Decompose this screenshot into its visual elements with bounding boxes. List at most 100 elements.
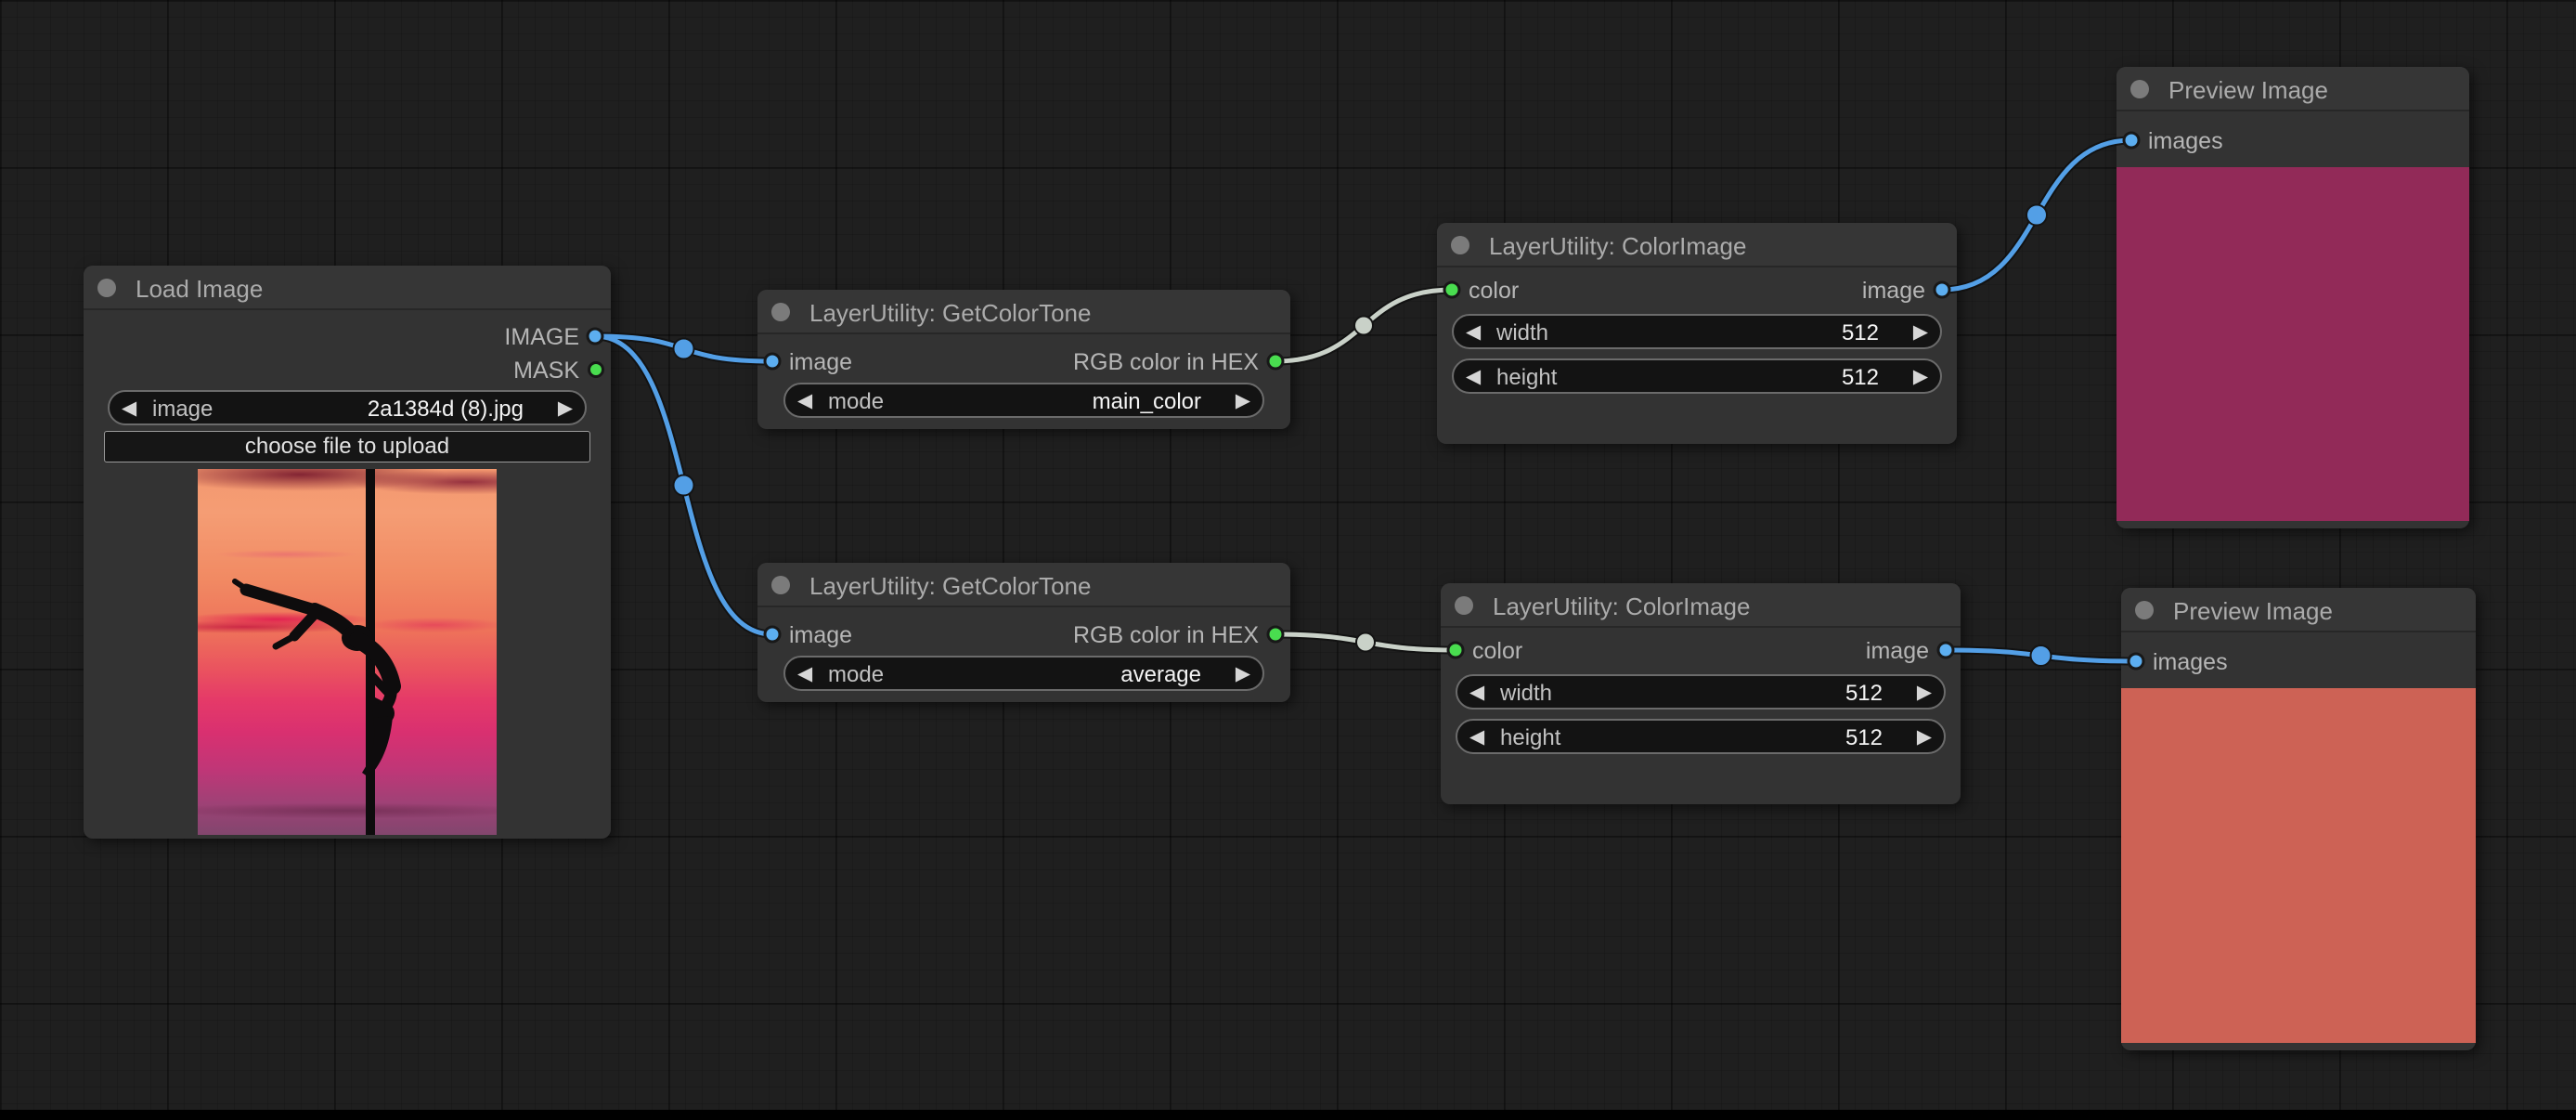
slot-row: image RGB color in HEX [757, 616, 1290, 653]
arrow-right-icon[interactable]: ▶ [1916, 682, 1932, 703]
arrow-right-icon[interactable]: ▶ [1912, 321, 1928, 343]
width-widget[interactable]: ◀ width 512 ▶ [1456, 674, 1946, 710]
input-label: image [789, 622, 853, 648]
arrow-right-icon[interactable]: ▶ [1235, 663, 1250, 684]
slot-row: image RGB color in HEX [757, 343, 1290, 380]
arrow-left-icon[interactable]: ◀ [797, 390, 813, 411]
collapse-dot-icon[interactable] [97, 279, 116, 297]
node-title: LayerUtility: GetColorTone [809, 572, 1092, 600]
node-title: LayerUtility: GetColorTone [809, 299, 1092, 327]
link-image-to-getcolortone-2 [594, 333, 773, 637]
node-load-image[interactable]: Load Image IMAGE MASK ◀ image 2a1384d (8… [84, 266, 611, 839]
widget-label: mode [828, 662, 885, 687]
arrow-right-icon[interactable]: ▶ [1912, 366, 1928, 387]
link-image-to-getcolortone-1 [594, 333, 773, 364]
arrow-left-icon[interactable]: ◀ [1469, 726, 1485, 748]
output-dot-hex[interactable] [1267, 353, 1284, 370]
widget-label: height [1500, 725, 1561, 750]
arrow-left-icon[interactable]: ◀ [122, 397, 137, 419]
node-preview-image-1[interactable]: Preview Image images [2116, 67, 2469, 528]
node-get-color-tone-1[interactable]: LayerUtility: GetColorTone image RGB col… [757, 290, 1290, 429]
collapse-dot-icon[interactable] [2130, 80, 2149, 98]
slot-row: color image [1441, 632, 1961, 669]
input-dot-color[interactable] [1443, 281, 1460, 298]
node-title-bar[interactable]: LayerUtility: GetColorTone [757, 563, 1290, 607]
input-dot-image[interactable] [764, 353, 781, 370]
node-get-color-tone-2[interactable]: LayerUtility: GetColorTone image RGB col… [757, 563, 1290, 702]
output-label: RGB color in HEX [1072, 349, 1259, 375]
collapse-dot-icon[interactable] [2135, 601, 2154, 619]
width-widget[interactable]: ◀ width 512 ▶ [1452, 314, 1942, 349]
height-widget[interactable]: ◀ height 512 ▶ [1452, 358, 1942, 394]
node-title-bar[interactable]: LayerUtility: ColorImage [1437, 223, 1957, 267]
widget-label: width [1496, 320, 1549, 345]
input-dot-image[interactable] [764, 626, 781, 643]
arrow-right-icon[interactable]: ▶ [557, 397, 573, 419]
input-dot-color[interactable] [1447, 642, 1464, 658]
link-hex-to-colorimage-1 [1275, 287, 1453, 364]
widget-value: average [1120, 662, 1201, 687]
arrow-left-icon[interactable]: ◀ [1466, 366, 1482, 387]
height-widget[interactable]: ◀ height 512 ▶ [1456, 719, 1946, 754]
arrow-right-icon[interactable]: ▶ [1916, 726, 1932, 748]
widget-label: image [152, 397, 214, 422]
input-label: color [1469, 278, 1520, 304]
link-image-to-preview-1 [1941, 137, 2132, 293]
pole-dancer-silhouette [232, 469, 401, 835]
input-dot-images[interactable] [2123, 132, 2140, 149]
output-row-image: IMAGE [84, 318, 611, 355]
input-label: images [2153, 649, 2228, 675]
node-title: Load Image [136, 275, 264, 303]
node-preview-image-2[interactable]: Preview Image images [2121, 588, 2476, 1050]
node-title-bar[interactable]: Load Image [84, 266, 611, 310]
slot-row: images [2121, 643, 2476, 680]
input-dot-images[interactable] [2128, 653, 2144, 670]
output-label: IMAGE [504, 324, 579, 350]
collapse-dot-icon[interactable] [1455, 596, 1473, 615]
widget-value: 512 [1845, 725, 1883, 750]
widget-label: mode [828, 389, 885, 414]
collapse-dot-icon[interactable] [1451, 236, 1469, 254]
mode-widget[interactable]: ◀ mode average ▶ [783, 656, 1264, 691]
input-label: images [2148, 128, 2223, 154]
node-title: LayerUtility: ColorImage [1493, 593, 1751, 620]
widget-label: height [1496, 365, 1558, 390]
output-label: image [1865, 638, 1929, 664]
output-dot-image[interactable] [1934, 281, 1950, 298]
arrow-left-icon[interactable]: ◀ [797, 663, 813, 684]
link-hex-to-colorimage-2 [1275, 632, 1456, 653]
mode-widget[interactable]: ◀ mode main_color ▶ [783, 383, 1264, 418]
widget-label: width [1500, 681, 1553, 706]
output-dot-hex[interactable] [1267, 626, 1284, 643]
widget-value: 2a1384d (8).jpg [367, 397, 524, 422]
node-title-bar[interactable]: LayerUtility: GetColorTone [757, 290, 1290, 334]
slot-row: images [2116, 122, 2469, 159]
widget-value: 512 [1841, 320, 1879, 345]
arrow-left-icon[interactable]: ◀ [1469, 682, 1485, 703]
node-title-bar[interactable]: Preview Image [2116, 67, 2469, 111]
output-dot-image[interactable] [588, 328, 604, 345]
output-dot-mask[interactable] [588, 361, 604, 378]
collapse-dot-icon[interactable] [771, 303, 790, 321]
node-color-image-1[interactable]: LayerUtility: ColorImage color image ◀ w… [1437, 223, 1957, 444]
collapse-dot-icon[interactable] [771, 576, 790, 594]
image-file-widget[interactable]: ◀ image 2a1384d (8).jpg ▶ [108, 390, 587, 425]
preview-color-image [2121, 688, 2476, 1043]
output-dot-image[interactable] [1937, 642, 1954, 658]
output-label: image [1861, 278, 1925, 304]
arrow-right-icon[interactable]: ▶ [1235, 390, 1250, 411]
widget-value: 512 [1845, 681, 1883, 706]
node-title: Preview Image [2168, 76, 2328, 104]
choose-file-button[interactable]: choose file to upload [104, 431, 590, 462]
arrow-left-icon[interactable]: ◀ [1466, 321, 1482, 343]
input-label: image [789, 349, 853, 375]
node-title-bar[interactable]: Preview Image [2121, 588, 2476, 632]
output-row-mask: MASK [84, 351, 611, 388]
widget-value: main_color [1092, 389, 1201, 414]
node-color-image-2[interactable]: LayerUtility: ColorImage color image ◀ w… [1441, 583, 1961, 804]
output-label: MASK [513, 358, 579, 384]
link-image-to-preview-2 [1945, 647, 2137, 664]
canvas-bottom-edge [0, 1110, 2576, 1120]
node-title-bar[interactable]: LayerUtility: ColorImage [1441, 583, 1961, 628]
